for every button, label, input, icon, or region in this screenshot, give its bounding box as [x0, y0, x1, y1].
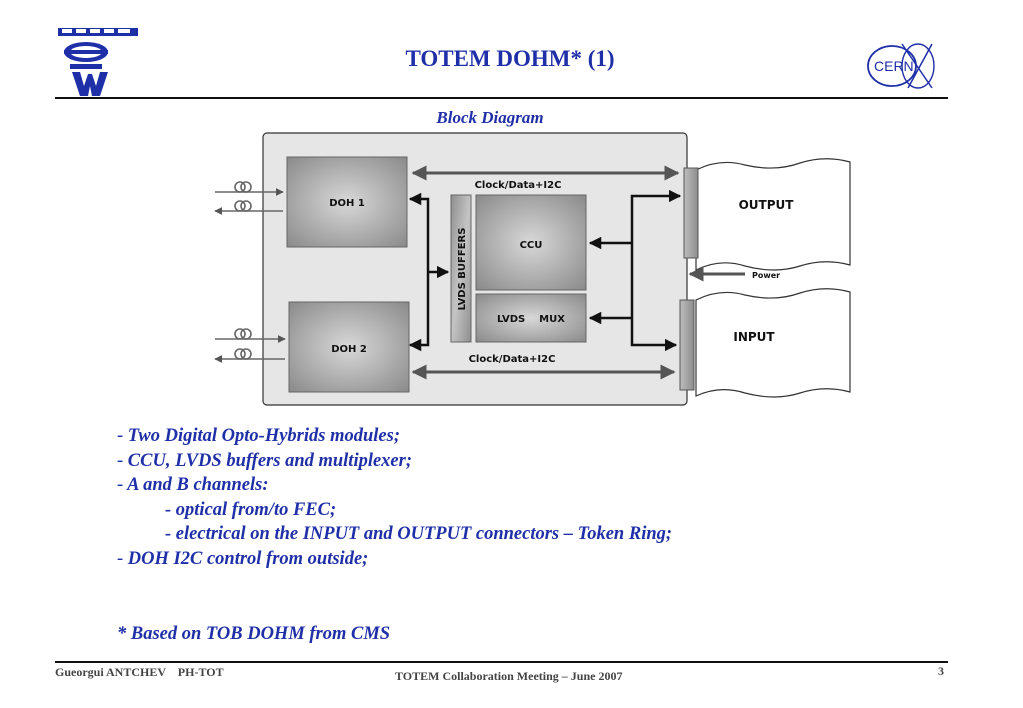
- lvds-buffers-label: LVDS BUFFERS: [457, 228, 468, 311]
- output-link: [630, 189, 682, 293]
- bullet-subitem: - optical from/to FEC;: [165, 499, 337, 520]
- cern-logo-text: CERN: [874, 58, 914, 74]
- input-connector: [679, 299, 695, 391]
- bullet-item: - A and B channels:: [117, 475, 269, 495]
- bullet-list: - Two Digital Opto-Hybrids modules; - CC…: [117, 424, 672, 571]
- bottom-bus-label: Clock/Data+I2C: [469, 354, 556, 365]
- bullet-item: - CCU, LVDS buffers and multiplexer;: [117, 450, 413, 471]
- input-link: [630, 293, 678, 352]
- doh1-block: [286, 156, 408, 248]
- lvds-mux-label: LVDS MUX: [497, 314, 565, 325]
- cern-logo: CERN: [862, 38, 940, 94]
- input-ribbon: [695, 288, 851, 398]
- page-title: TOTEM DOHM* (1): [405, 46, 615, 71]
- lvds-buffers-block: [450, 194, 472, 343]
- input-label: INPUT: [733, 330, 775, 344]
- header-divider: [55, 97, 948, 99]
- top-bus-label: Clock/Data+I2C: [475, 180, 562, 191]
- footer-divider: [55, 661, 948, 663]
- bullet-item: - DOH I2C control from outside;: [117, 548, 369, 569]
- ccu-label: CCU: [520, 240, 543, 251]
- lvds-mux-block: [475, 293, 587, 343]
- totem-logo: [58, 28, 138, 96]
- output-label: OUTPUT: [739, 198, 795, 212]
- optical-fibre-doh1: [214, 181, 284, 215]
- doh1-label: DOH 1: [329, 198, 365, 209]
- diagram-subtitle: Block Diagram: [436, 108, 544, 127]
- bullet-subitem: - electrical on the INPUT and OUTPUT con…: [165, 524, 673, 544]
- footnote: * Based on TOB DOHM from CMS: [117, 624, 391, 644]
- output-connector: [683, 167, 699, 259]
- optical-fibre-doh2: [214, 328, 286, 363]
- doh2-block: [288, 301, 410, 393]
- footer-event: TOTEM Collaboration Meeting – June 2007: [395, 669, 623, 683]
- output-ribbon: [695, 158, 851, 271]
- power-label: Power: [752, 271, 780, 280]
- page-number: 3: [938, 664, 944, 678]
- doh2-label: DOH 2: [331, 344, 367, 355]
- ccu-block: [475, 194, 587, 291]
- footer-author: Gueorgui ANTCHEV PH-TOT: [55, 665, 224, 679]
- bullet-item: - Two Digital Opto-Hybrids modules;: [117, 426, 400, 446]
